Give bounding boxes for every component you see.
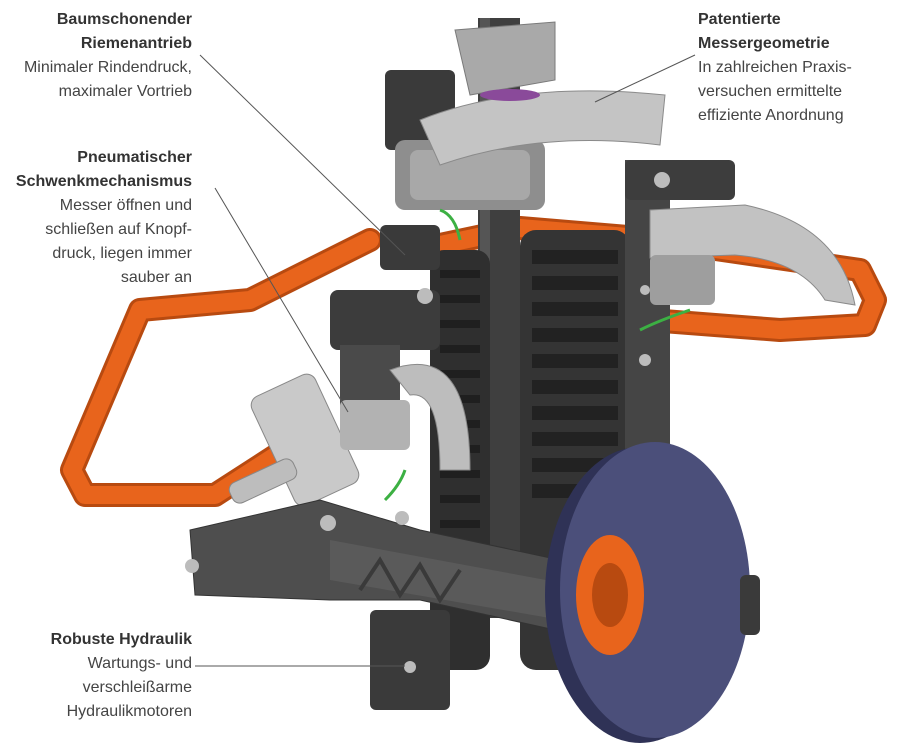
body-line: Messer öffnen und	[59, 197, 192, 214]
annotation-title: Patentierte Messergeometrie	[698, 8, 888, 56]
annotation-body: Wartungs- und verschleißarme Hydraulikmo…	[6, 652, 192, 724]
hydraulic-cylinder	[228, 373, 360, 507]
orange-tube-frame	[60, 216, 887, 507]
body-line: sauber an	[120, 269, 192, 286]
title-line: Schwenkmechanismus	[15, 173, 192, 190]
annotation-body: Minimaler Rindendruck, maximaler Vortrie…	[6, 56, 192, 104]
annotation-schwenkmechanismus: Pneumatischer Schwenkmechanismus Messer …	[6, 146, 192, 290]
body-line: effiziente Anordnung	[698, 107, 844, 124]
title-line: Patentierte	[698, 11, 781, 28]
body-line: verschleißarme	[82, 679, 192, 696]
annotation-title: Baumschonender Riemenantrieb	[6, 8, 192, 56]
body-line: maximaler Vortrieb	[58, 83, 192, 100]
leader-line-messergeometrie	[594, 54, 696, 103]
body-line: Hydraulikmotoren	[66, 703, 192, 720]
title-line: Riemenantrieb	[80, 35, 192, 52]
annotation-riemenantrieb: Baumschonender Riemenantrieb Minimaler R…	[6, 8, 192, 104]
title-line: Messergeometrie	[698, 35, 830, 52]
annotation-body: Messer öffnen und schließen auf Knopf- d…	[6, 194, 192, 290]
body-line: Wartungs- und	[87, 655, 192, 672]
pneumatic-swivel-unit	[330, 208, 691, 502]
upper-blade	[419, 21, 666, 166]
leader-line-riemenantrieb	[199, 54, 406, 256]
body-line: druck, liegen immer	[52, 245, 192, 262]
body-line: versuchen ermittelte	[698, 83, 843, 100]
annotation-title: Pneumatischer Schwenkmechanismus	[6, 146, 192, 194]
body-line: schließen auf Knopf-	[45, 221, 192, 238]
annotation-messergeometrie: Patentierte Messergeometrie In zahlreich…	[698, 8, 888, 128]
title-line: Robuste Hydraulik	[50, 631, 192, 648]
annotation-title: Robuste Hydraulik	[6, 628, 192, 652]
title-line: Baumschonender	[56, 11, 192, 28]
body-line: In zahlreichen Praxis-	[698, 59, 852, 76]
leader-line-schwenkmechanismus	[214, 187, 349, 413]
title-line: Pneumatischer	[77, 149, 192, 166]
side-blade	[649, 204, 856, 306]
wheel	[545, 442, 760, 743]
leader-lines	[195, 54, 696, 667]
lower-chassis-bracket	[185, 499, 621, 710]
annotation-hydraulik: Robuste Hydraulik Wartungs- und verschle…	[6, 628, 192, 724]
body-line: Minimaler Rindendruck,	[23, 59, 192, 76]
annotation-body: In zahlreichen Praxis- versuchen ermitte…	[698, 56, 888, 128]
